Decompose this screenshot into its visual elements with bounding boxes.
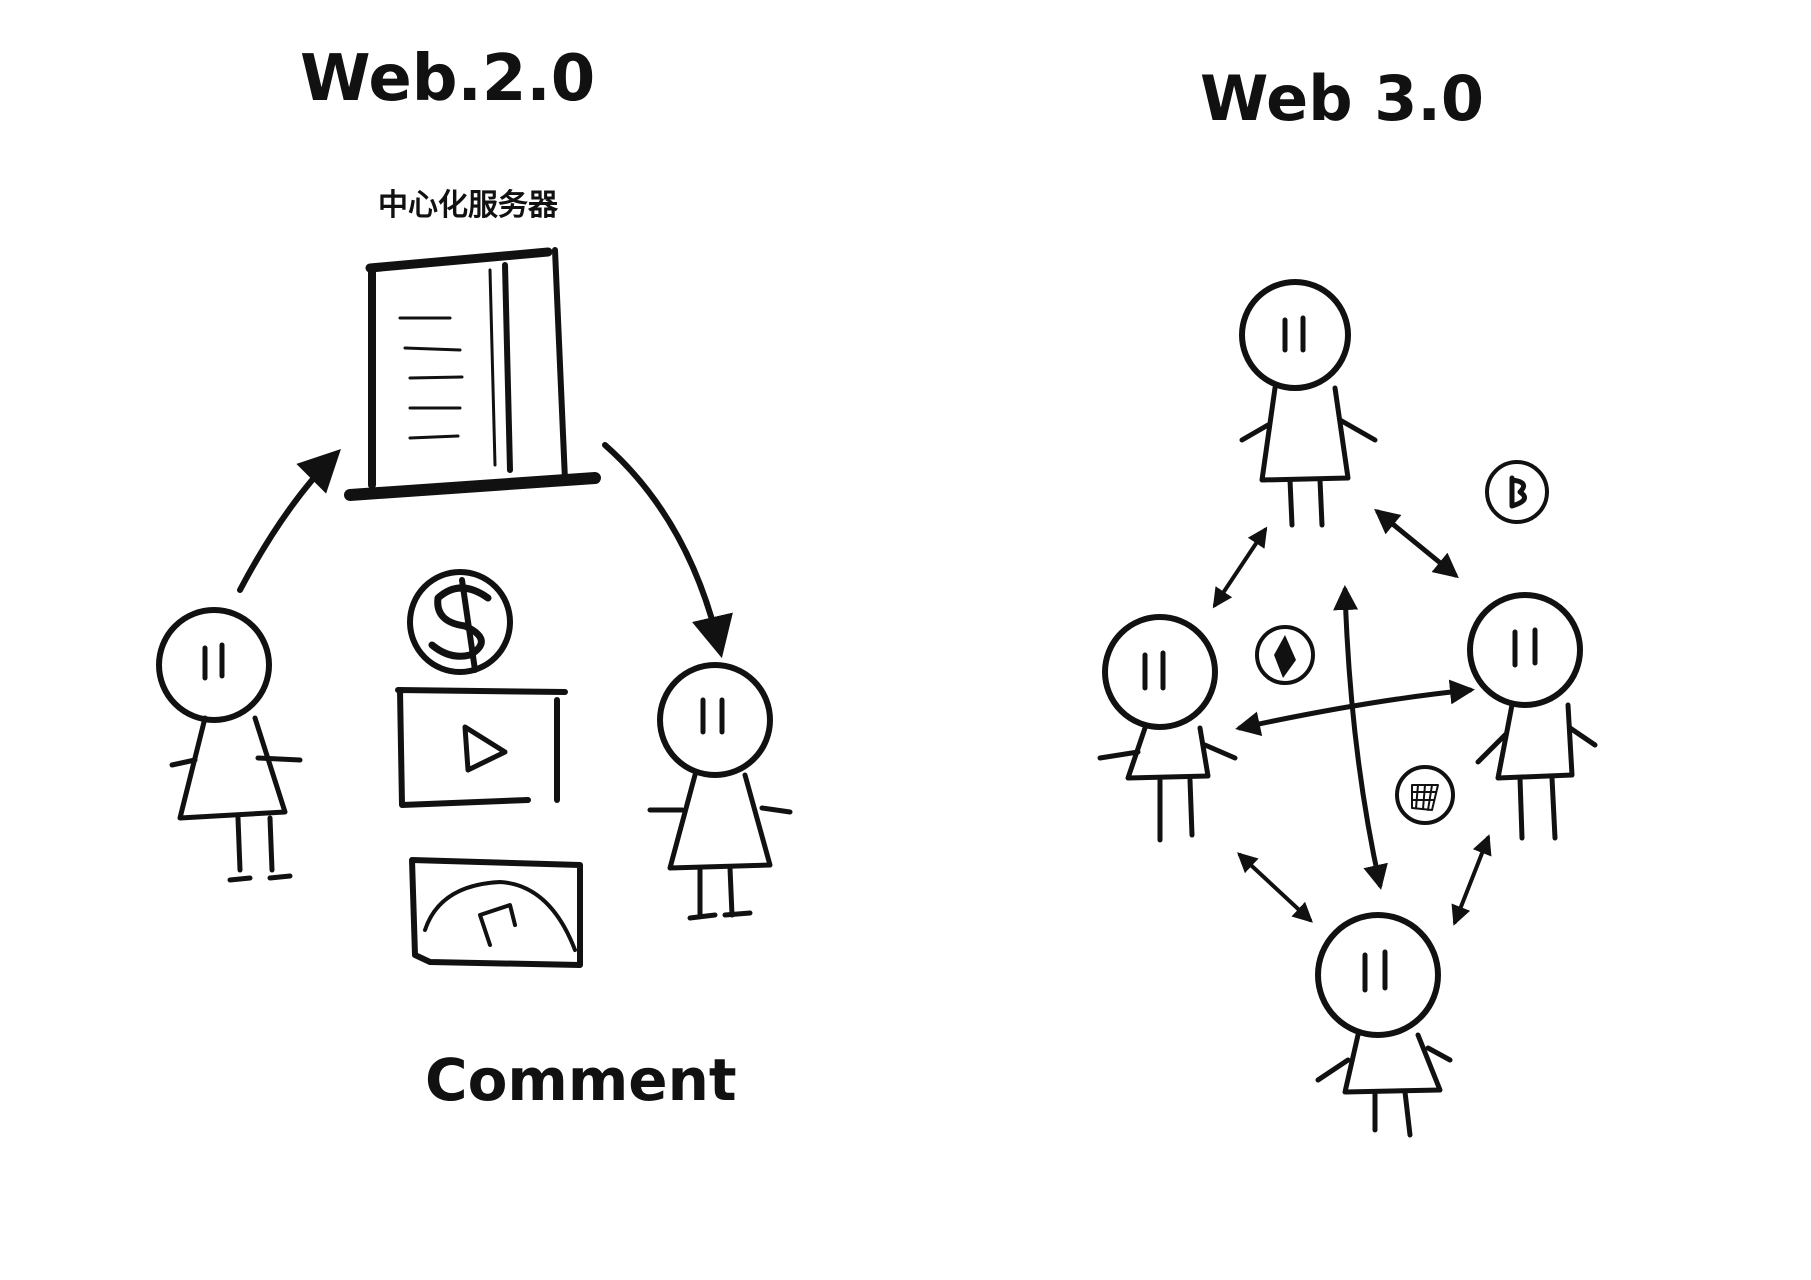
- person-web3-left: [1097, 614, 1238, 843]
- server-icon: [344, 247, 601, 501]
- baht-coin-icon: [1485, 460, 1549, 524]
- image-icon: [409, 857, 583, 968]
- server-label: 中心化服务器: [378, 188, 559, 223]
- person-left: [156, 607, 303, 883]
- comment-label: Comment: [425, 1046, 737, 1114]
- web3-panel: Web 3.0: [1097, 62, 1598, 1138]
- person-top: [1239, 279, 1378, 528]
- web3-title: Web 3.0: [1200, 62, 1484, 135]
- diamond-coin-icon: [1255, 625, 1315, 685]
- person-bottom: [1315, 912, 1453, 1138]
- video-play-icon: [395, 687, 568, 808]
- web2-panel: Web.2.0 中心化服务器: [156, 42, 793, 1114]
- grid-coin-icon: [1395, 765, 1455, 825]
- download-arrow: [602, 442, 733, 659]
- web2-title: Web.2.0: [300, 42, 595, 116]
- person-web3-right: [1467, 592, 1598, 841]
- dollar-coin-icon: [407, 569, 513, 675]
- person-right: [647, 662, 793, 921]
- p2p-arrows: [1212, 508, 1492, 926]
- upload-arrow: [237, 449, 341, 593]
